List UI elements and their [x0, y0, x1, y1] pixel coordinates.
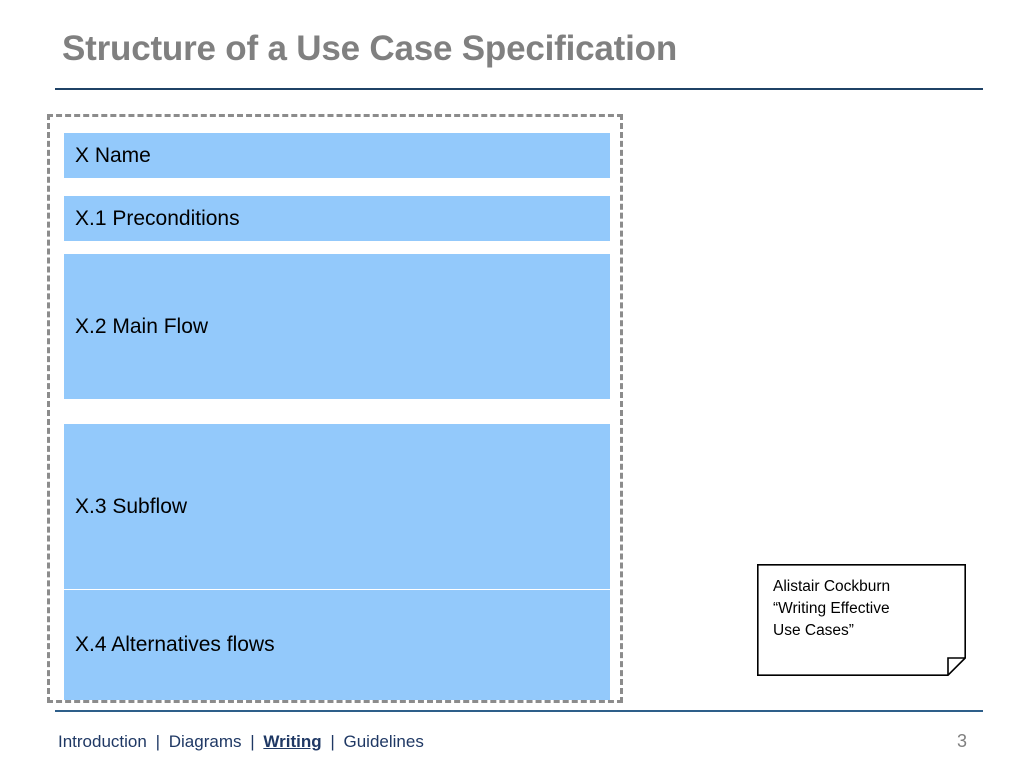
spec-bar-main-flow: X.2 Main Flow	[64, 254, 610, 399]
spec-bar-label: X.2 Main Flow	[75, 314, 209, 338]
footer-nav-separator: |	[250, 732, 255, 751]
footer-divider	[55, 710, 983, 712]
footer-nav-introduction[interactable]: Introduction	[58, 732, 147, 751]
spec-bar-label: X.4 Alternatives flows	[75, 633, 275, 657]
footer-nav-separator: |	[155, 732, 160, 751]
page-number: 3	[957, 731, 968, 751]
reference-note: Alistair Cockburn “Writing Effective Use…	[757, 564, 966, 676]
footer-nav-guidelines[interactable]: Guidelines	[343, 732, 424, 751]
spec-bar-name: X Name	[64, 133, 610, 178]
spec-bar-label: X.3 Subflow	[75, 494, 188, 518]
footer-nav-separator: |	[330, 732, 335, 751]
title-divider	[55, 88, 983, 90]
spec-bar-preconditions: X.1 Preconditions	[64, 196, 610, 241]
spec-bar-label: X Name	[75, 143, 151, 167]
spec-bar-subflow: X.3 Subflow	[64, 424, 610, 589]
note-line-1: Alistair Cockburn	[773, 578, 891, 595]
note-folded-corner-icon	[757, 564, 966, 676]
page-title: Structure of a Use Case Specification	[62, 29, 678, 68]
note-line-3: Use Cases”	[773, 622, 854, 639]
footer-nav-writing[interactable]: Writing	[263, 732, 322, 751]
use-case-structure-container: X Name X.1 Preconditions X.2 Main Flow X…	[47, 114, 623, 703]
footer-navigation: Introduction | Diagrams | Writing | Guid…	[58, 732, 424, 752]
note-line-2: “Writing Effective	[773, 600, 890, 617]
footer-nav-diagrams[interactable]: Diagrams	[168, 732, 242, 751]
note-text: Alistair Cockburn “Writing Effective Use…	[773, 576, 954, 642]
spec-bar-label: X.1 Preconditions	[75, 206, 240, 230]
spec-bar-alternative-flows: X.4 Alternatives flows	[64, 590, 610, 700]
